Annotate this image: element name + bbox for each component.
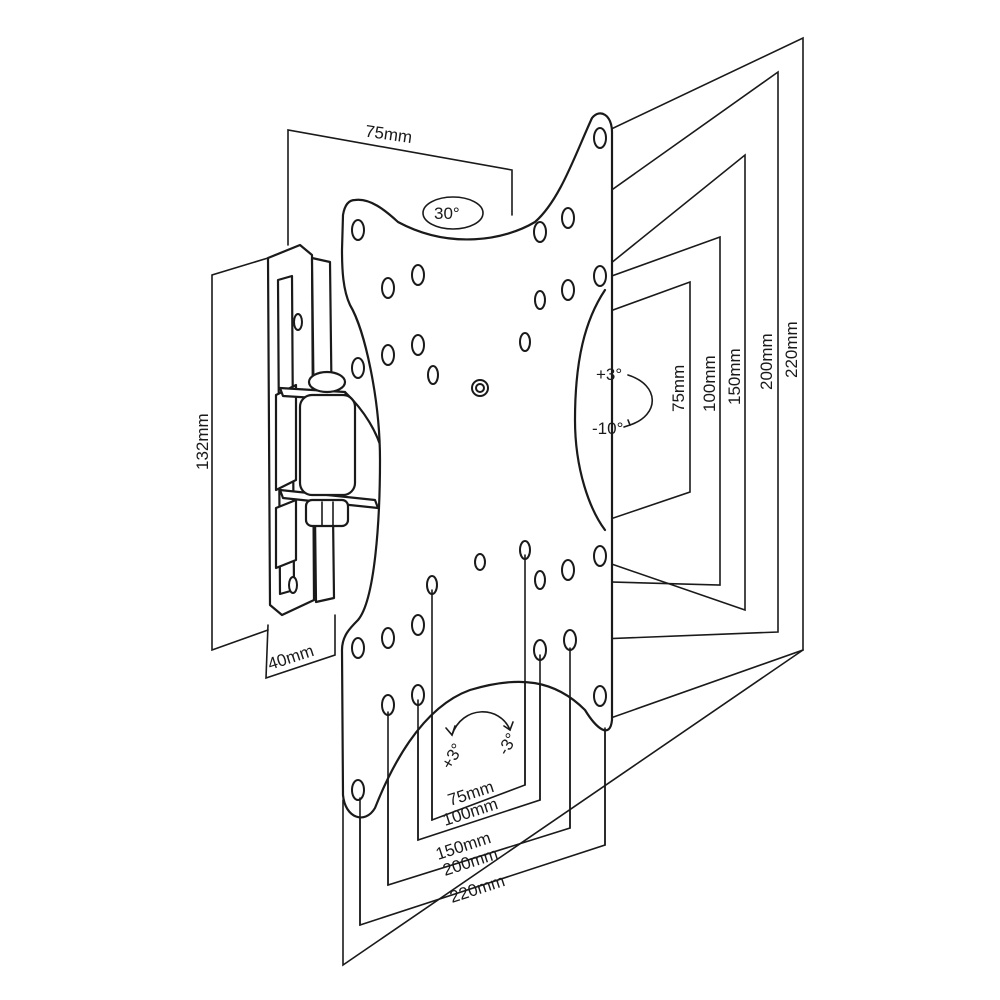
level-arrow — [445, 711, 514, 737]
level-minus-label: -3° — [494, 730, 521, 758]
vesa-vertical-100: 100mm — [700, 355, 719, 412]
vesa-horizontal-220: 220mm — [447, 871, 507, 907]
level-plus-label: +3° — [438, 740, 468, 772]
tilt-up-label: +3° — [596, 365, 622, 384]
tilt-down-label: -10° — [592, 419, 623, 438]
vesa-vertical-75: 75mm — [669, 365, 688, 412]
vesa-plate — [340, 112, 614, 819]
tilt-hinge — [278, 370, 387, 528]
top-width-dimension — [287, 129, 513, 246]
swivel-indicator — [422, 196, 484, 230]
vesa-vertical-150: 150mm — [725, 348, 744, 405]
height-label: 132mm — [193, 413, 212, 470]
depth-dimension — [265, 614, 336, 680]
overlay-dimension-lines — [359, 554, 606, 926]
tilt-arrow — [623, 374, 654, 428]
top-width-label: 75mm — [364, 122, 413, 147]
height-dimension — [211, 257, 269, 652]
vesa-vertical-220: 220mm — [782, 321, 801, 378]
wall-bracket — [266, 243, 336, 617]
swivel-angle-label: 30° — [434, 204, 460, 223]
vesa-vertical-200: 200mm — [757, 333, 776, 390]
